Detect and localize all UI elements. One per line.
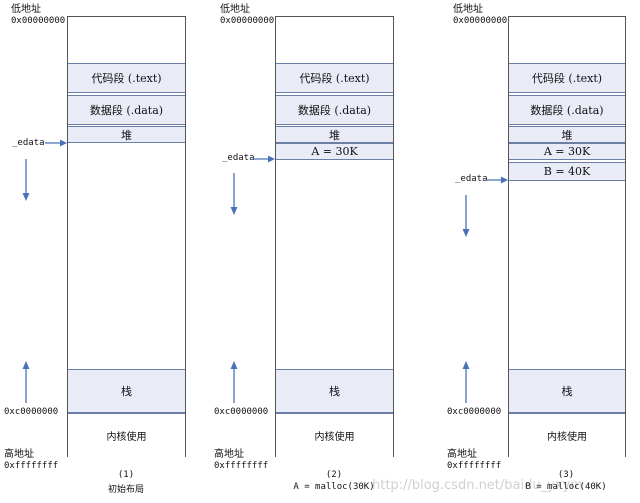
heap-segment: 堆: [276, 126, 393, 143]
caption-number: (3): [557, 470, 575, 480]
heap-segment: 堆: [509, 126, 625, 143]
low-address-value: 0x00000000: [11, 16, 66, 26]
low-address-label: 低地址: [11, 4, 41, 15]
edata-pointer-arrow: [486, 176, 508, 184]
kernel-start-address: 0xc0000000: [4, 407, 59, 417]
high-address-label: 高地址: [4, 449, 34, 460]
address-space-column: 代码段 (.text) 数据段 (.data) 堆 A = 30K B = 40…: [508, 16, 626, 457]
caption-number: (2): [325, 470, 343, 480]
text-segment: 代码段 (.text): [509, 63, 625, 93]
address-space-column: 代码段 (.text) 数据段 (.data) 堆 栈 内核使用: [67, 16, 186, 457]
heap-grow-down-arrow: [230, 173, 238, 215]
alloc-a-segment: A = 30K: [276, 143, 393, 160]
edata-label: _edata: [12, 138, 45, 148]
stack-segment: 栈: [509, 369, 625, 413]
stack-grow-up-arrow: [22, 361, 30, 403]
high-address-value: 0xffffffff: [214, 461, 269, 471]
heap-grow-down-arrow: [462, 195, 470, 237]
heap-segment: 堆: [68, 126, 185, 143]
edata-label: _edata: [222, 153, 255, 163]
stack-grow-up-arrow: [230, 361, 238, 403]
low-address-value: 0x00000000: [453, 16, 508, 26]
edata-label: _edata: [455, 174, 488, 184]
stack-segment: 栈: [276, 369, 393, 413]
stack-grow-up-arrow: [462, 361, 470, 403]
text-segment: 代码段 (.text): [276, 63, 393, 93]
alloc-a-segment: A = 30K: [509, 143, 625, 160]
high-address-value: 0xffffffff: [4, 461, 59, 471]
high-address-value: 0xffffffff: [447, 461, 502, 471]
caption-text: A = malloc(30K): [293, 482, 375, 492]
edata-pointer-arrow: [253, 155, 275, 163]
heap-grow-down-arrow: [22, 159, 30, 201]
stack-segment: 栈: [68, 369, 185, 413]
low-address-label: 低地址: [453, 4, 483, 15]
low-address-label: 低地址: [220, 4, 250, 15]
low-address-value: 0x00000000: [220, 16, 275, 26]
data-segment: 数据段 (.data): [68, 95, 185, 125]
data-segment: 数据段 (.data): [276, 95, 393, 125]
caption-text: 初始布局: [107, 485, 144, 495]
address-space-column: 代码段 (.text) 数据段 (.data) 堆 A = 30K 栈 内核使用: [275, 16, 394, 457]
alloc-b-segment: B = 40K: [509, 162, 625, 181]
kernel-segment: 内核使用: [509, 413, 625, 457]
high-address-label: 高地址: [447, 449, 477, 460]
kernel-segment: 内核使用: [68, 413, 185, 457]
watermark-url: http://blog.csdn.net/baidu_yxym: [372, 478, 583, 493]
kernel-segment: 内核使用: [276, 413, 393, 457]
kernel-start-address: 0xc0000000: [447, 407, 502, 417]
text-segment: 代码段 (.text): [68, 63, 185, 93]
data-segment: 数据段 (.data): [509, 95, 625, 125]
caption-number: (1): [117, 470, 135, 480]
edata-pointer-arrow: [45, 139, 67, 147]
caption-text: B = malloc(40K): [525, 482, 607, 492]
high-address-label: 高地址: [214, 449, 244, 460]
kernel-start-address: 0xc0000000: [214, 407, 269, 417]
